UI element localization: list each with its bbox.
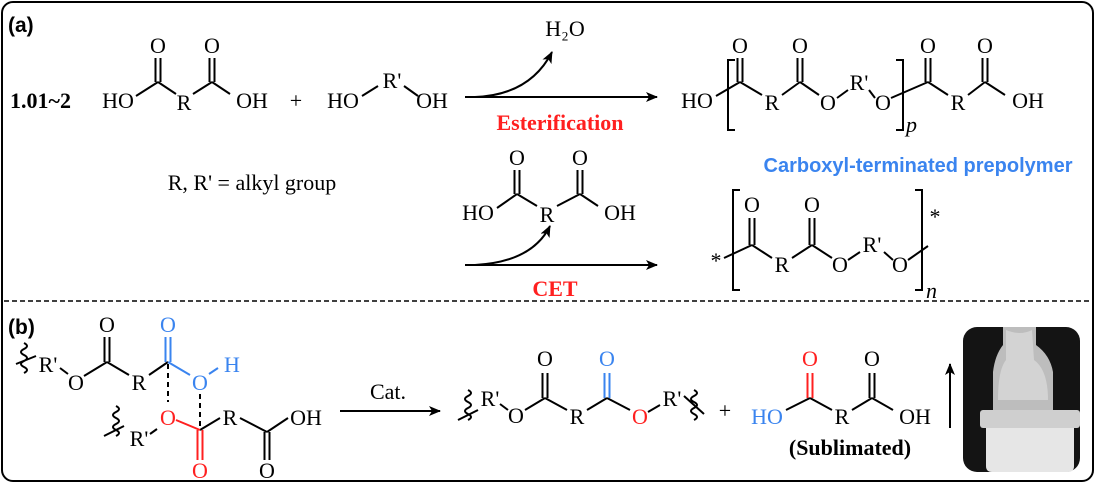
prepolymer-structure: HO O R O O R' O p O R O OH [681,33,1044,137]
atom-o: O [150,33,166,58]
atom-o-blue: O [599,346,615,371]
cet-curved-arrow [474,225,551,266]
atom-r-prime: R' [130,426,149,451]
atom-r-prime: R' [39,352,58,377]
atom-o: O [572,145,588,170]
atom-o-red: O [192,458,208,483]
polyester-structure: * O R O O R' O * n [711,189,941,303]
atom-o: O [792,33,808,58]
plus-sign: + [719,398,731,423]
wavy-bond-icon [457,389,479,421]
atom-o: O [875,90,891,115]
atom-ho: HO [327,88,359,113]
atom-oh: OH [416,88,448,113]
wavy-bond-icon [15,342,37,374]
atom-oh: OH [899,404,931,429]
atom-o: O [732,33,748,58]
esterification-label: Esterification [496,110,623,135]
atom-o: O [820,90,836,115]
atom-o-red: O [632,404,648,429]
atom-o: O [99,312,115,337]
panel-b: (b) R' O O R O O H R' O O R O OH Cat. [8,312,1080,483]
repeat-unit-n: n [926,278,937,303]
panel-a-label: (a) [8,14,34,37]
atom-r: R [132,370,147,395]
sublimated-label: (Sublimated) [789,435,911,460]
atom-r: R [951,90,966,115]
bracket-right [915,189,923,291]
atom-o: O [68,370,84,395]
atom-o: O [832,252,848,277]
plus-sign: + [290,88,302,113]
atom-star: * [930,204,941,229]
atom-oh: OH [290,405,322,430]
repeat-unit-p: p [904,112,917,137]
atom-r-prime: R' [383,68,402,93]
atom-r: R [540,202,555,227]
atom-ho: HO [681,88,713,113]
atom-r: R [570,404,585,429]
atom-r: R [177,90,192,115]
prepolymer-name: Carboxyl-terminated prepolymer [764,155,1073,177]
atom-oh: OH [1012,88,1044,113]
dashed-interaction [167,364,201,428]
atom-o: O [204,33,220,58]
product-ester-structure: R' O O R O O R' [457,346,705,429]
panel-a: (a) 1.01~2 HO O R O OH + HO R' OH H₂O Es… [8,14,1073,303]
atom-o-red: O [802,346,818,371]
cet-label: CET [532,276,578,301]
molar-ratio: 1.01~2 [10,88,71,113]
sublimation-photo [963,327,1080,472]
cet-diacid-structure: HO O R O OH [462,145,636,227]
atom-o: O [804,192,820,217]
atom-o-red: O [160,405,176,430]
atom-o-blue: O [160,312,176,337]
catalyst-label: Cat. [370,379,406,404]
atom-r-prime: R' [663,386,682,411]
atom-o: O [744,192,760,217]
atom-o: O [977,33,993,58]
atom-r: R [765,90,780,115]
diacid-structure: HO O R O OH [102,33,268,115]
atom-ho-blue: HO [751,404,783,429]
atom-oh: OH [604,200,636,225]
atom-ho: HO [102,88,134,113]
atom-h-blue: H [224,352,240,377]
atom-o: O [508,403,524,428]
bracket-left [732,189,740,291]
atom-r-prime: R' [850,70,869,95]
alkyl-definition: R, R' = alkyl group [168,170,337,195]
bracket-right [896,59,904,131]
atom-ho: HO [462,200,494,225]
byproduct-arrow [474,51,553,98]
atom-o-blue: O [192,370,208,395]
atom-star: * [711,248,722,273]
atom-o: O [920,33,936,58]
bracket-left [727,59,735,131]
atom-r: R [835,404,850,429]
wavy-bond-icon [103,405,125,437]
atom-o: O [259,458,275,483]
wavy-bond-icon [683,389,705,421]
atom-o: O [892,252,908,277]
panel-b-label: (b) [8,316,35,339]
released-diacid-structure: HO O R O OH [751,346,931,429]
atom-r-prime: R' [863,232,882,257]
diol-structure: HO R' OH [327,68,448,113]
atom-r-prime: R' [481,386,500,411]
water-byproduct: H₂O [545,16,584,41]
transesterification-transition-state: R' O O R O O H R' O O R O OH [15,312,322,483]
atom-oh: OH [236,88,268,113]
atom-o: O [509,145,525,170]
atom-o: O [864,346,880,371]
atom-r: R [223,405,238,430]
atom-r: R [775,252,790,277]
atom-o: O [537,346,553,371]
